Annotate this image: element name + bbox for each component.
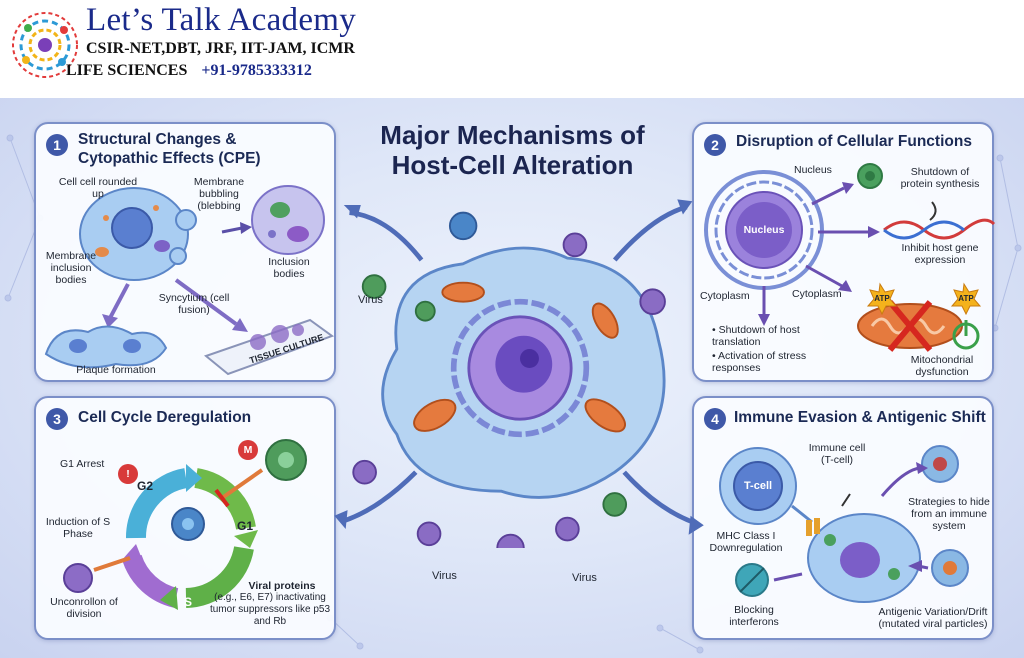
label-cell-rounded: Cell cell rounded up	[58, 176, 138, 200]
mhc-receptor-icon	[806, 518, 820, 536]
bullet-stress-responses: • Activation of stress responses	[712, 350, 807, 374]
header-banner: Let’s Talk Academy CSIR-NET,DBT, JRF, II…	[0, 0, 1024, 98]
label-uncontrolled-division: Unconrollon of division	[50, 596, 118, 620]
bullet-text: Activation of stress responses	[712, 350, 807, 374]
power-off-icon	[952, 320, 980, 350]
bullet-host-translation: • Shutdown of host translation	[712, 324, 800, 348]
label-mutated-particles: (mutated viral particles)	[878, 618, 988, 630]
panel-title: Disruption of Cellular Functions	[736, 133, 972, 150]
panel-title: Cell Cycle Deregulation	[78, 409, 252, 426]
panel-cell-cycle: 3 Cell Cycle Deregulation M ! G1 Arrest …	[34, 396, 336, 640]
exams-list: CSIR-NET,DBT, JRF, IIT-JAM, ICMR	[86, 40, 355, 57]
label-nucleus-top: Nucleus	[794, 164, 832, 176]
panel-immune-evasion: 4 Immune Evasion & Antigenic Shift T-cel…	[692, 396, 994, 640]
panel-title: Immune Evasion & Antigenic Shift	[734, 409, 986, 426]
host-cell-body-icon	[381, 246, 666, 499]
immune-evasion-illustration	[719, 445, 969, 603]
virus-icon	[171, 507, 205, 541]
label-antigenic-variation: Antigenic Variation/Drift	[878, 606, 988, 618]
panel-number-badge: 3	[46, 408, 68, 430]
label-viral-proteins-title: Viral proteins	[248, 580, 316, 592]
label-membrane-inclusion: Membrane inclusion bodies	[45, 250, 97, 286]
cell-cycle-wheel	[63, 439, 307, 610]
panel-number-badge: 1	[46, 134, 68, 156]
virus-icon	[265, 439, 307, 481]
center-virus-label-bottom-right: Virus	[572, 572, 597, 584]
virus-icon	[63, 563, 93, 593]
label-atp-left: ATP	[874, 294, 890, 303]
tissue-culture-slide-icon	[203, 318, 335, 376]
label-blocking-interferons: Blocking interferons	[729, 604, 779, 628]
center-virus-label-bottom-left: Virus	[432, 570, 457, 582]
label-membrane-bubbling: Membrane bubbling (blebbing	[193, 176, 245, 212]
subject-label: LIFE SCIENCES	[66, 62, 188, 79]
label-induction-s-phase: Induction of S Phase	[45, 516, 111, 540]
atp-burst-icon	[866, 282, 898, 316]
label-strategies: Strategies to hide from an immune system	[908, 496, 990, 532]
center-virus-label-left: Virus	[358, 294, 383, 306]
panel-number-badge: 2	[704, 134, 726, 156]
alert-icon: !	[126, 468, 130, 480]
virus-icon	[448, 211, 478, 241]
label-g1-arrest: G1 Arrest	[60, 458, 105, 470]
cell-function-illustration	[704, 163, 996, 352]
panel-number-badge: 4	[704, 408, 726, 430]
rounded-cell-icon	[79, 187, 197, 281]
subject-contact-line: LIFE SCIENCES +91-9785333312	[66, 62, 312, 80]
ribosome-icon	[857, 163, 883, 189]
label-tcell: T-cell	[743, 480, 773, 492]
label-inhibit-expression: Inhibit host gene expression	[901, 242, 979, 266]
label-cytoplasm-left: Cytoplasm	[700, 290, 750, 302]
mitochondria-icon	[413, 281, 626, 433]
label-atp-right: ATP	[958, 294, 974, 303]
bullet-text: Shutdown of host translation	[712, 324, 800, 348]
panel-structural-changes: 1 Structural Changes & Cytopathic Effect…	[34, 122, 336, 382]
phone-number: +91-9785333312	[201, 62, 312, 79]
label-g1: G1	[236, 519, 253, 533]
label-plaque-formation: Plaque formation	[76, 364, 156, 376]
label-cytoplasm-right: Cytoplasm	[792, 288, 842, 300]
inclusion-bodies-cell-icon	[251, 185, 325, 255]
panel-title: Structural Changes & Cytopathic Effects …	[78, 131, 261, 167]
main-title: Major Mechanisms of Host-Cell Alteration	[380, 120, 645, 180]
label-m-phase: M	[243, 444, 253, 456]
virus-particle-icon	[921, 445, 959, 483]
label-shutdown-synthesis: Shutdown of protein synthesis	[900, 166, 980, 190]
infographic: 1 Structural Changes & Cytopathic Effect…	[0, 98, 1024, 658]
interferon-icon	[735, 563, 769, 597]
label-mhc-downregulation: MHC Class I Downregulation	[709, 530, 783, 554]
label-inclusion-bodies: Inclusion bodies	[268, 256, 310, 280]
label-syncytium: Syncytium (cell fusion)	[158, 292, 230, 316]
dna-helix-icon	[883, 218, 996, 240]
cpe-illustration	[44, 185, 335, 376]
label-immune-cell: Immune cell (T-cell)	[808, 442, 866, 466]
virus-icon	[361, 274, 628, 517]
panel-disruption-functions: 2 Disruption of Cellular Functions	[692, 122, 996, 382]
central-host-cell	[334, 199, 704, 548]
virus-particle-icon	[931, 549, 969, 587]
label-g2: G2	[136, 479, 153, 493]
t-cell-icon	[719, 447, 797, 525]
label-mito-dysfunction: Mitochondrial dysfunction	[910, 354, 974, 378]
infected-cell-icon	[807, 513, 921, 603]
atp-burst-icon	[950, 282, 982, 316]
academy-logo-icon	[12, 12, 78, 78]
label-s: S	[183, 595, 192, 609]
virus-icon	[352, 232, 666, 548]
label-viral-proteins-desc: (e.g., E6, E7) inactivating tumor suppre…	[209, 592, 331, 627]
label-nucleus-inner: Nucleus	[743, 224, 785, 236]
academy-name: Let’s Talk Academy	[86, 2, 357, 38]
plaque-cells-icon	[44, 325, 168, 369]
mitochondrion-icon	[857, 300, 963, 352]
